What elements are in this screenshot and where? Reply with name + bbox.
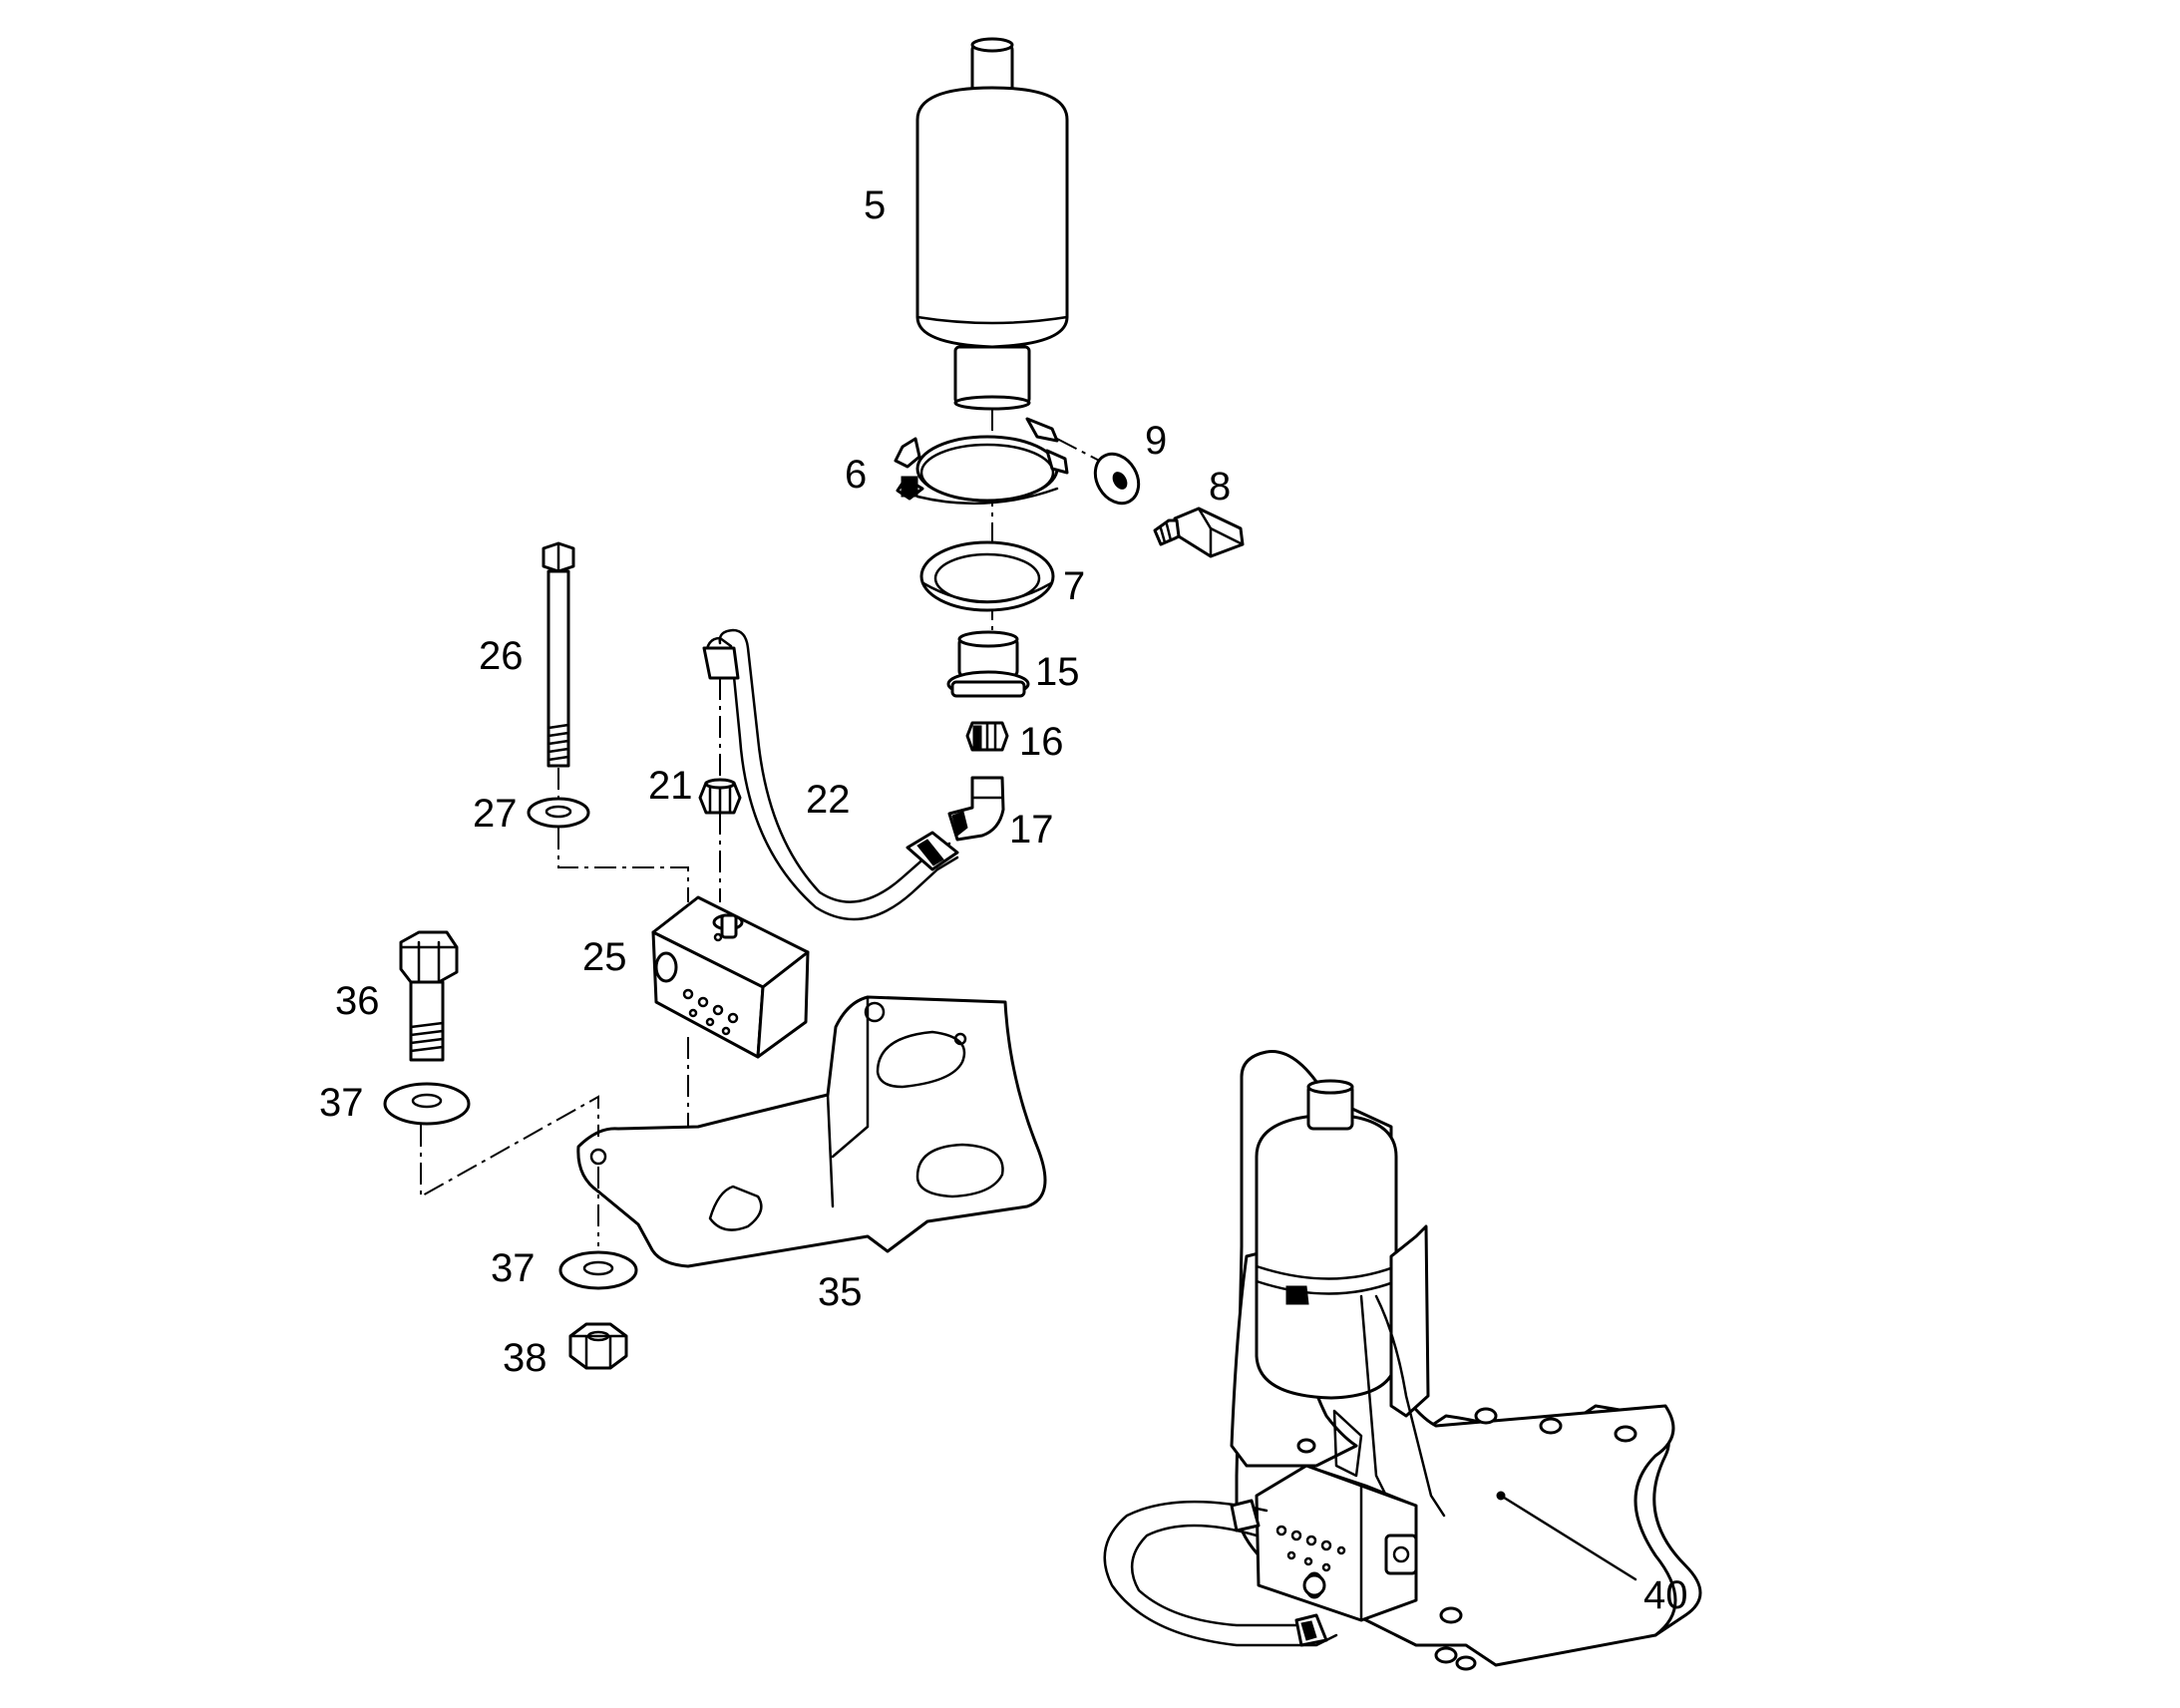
assembled-unit-part: [1103, 1050, 1702, 1671]
callout-37-lower: 37: [491, 1246, 536, 1290]
callout-8: 8: [1209, 465, 1232, 509]
callout-26: 26: [479, 634, 524, 678]
callout-16: 16: [1019, 720, 1064, 764]
washer-27-axis: [557, 828, 689, 902]
bracket-35-part: [576, 995, 1047, 1268]
fitting-21-part: [698, 778, 742, 815]
callout-17: 17: [1009, 808, 1054, 852]
callout-22: 22: [806, 778, 851, 822]
bolt-36-part: [399, 930, 459, 1062]
adapter-15-part: [946, 630, 1030, 698]
callout-15: 15: [1035, 650, 1080, 694]
nut-38-part: [568, 1322, 628, 1370]
hose-22-part: [702, 628, 959, 921]
callout-9: 9: [1145, 419, 1168, 463]
clamp-ring-part: [894, 417, 1069, 506]
callout-27: 27: [473, 792, 518, 836]
callout-21: 21: [648, 764, 693, 808]
callout-36: 36: [335, 979, 380, 1023]
washer-27-part: [527, 797, 590, 829]
callout-35: 35: [818, 1270, 863, 1314]
callout-38: 38: [503, 1336, 547, 1380]
fitting-16-part: [965, 721, 1009, 752]
seal-ring-part: [919, 540, 1055, 612]
valve-block-25-part: [651, 895, 810, 1059]
washer-37-upper-part: [383, 1082, 471, 1126]
bolt-8-part: [1153, 507, 1245, 558]
washer-9-part: [1093, 452, 1141, 506]
washer-37-lower-part: [558, 1250, 638, 1290]
accumulator-part: [915, 37, 1069, 411]
long-bolt-26-part: [542, 541, 575, 768]
washer-37-axis: [420, 1095, 599, 1198]
callout-40: 40: [1643, 1573, 1688, 1617]
callout-25: 25: [582, 935, 627, 979]
leader-line-40: [1499, 1494, 1637, 1581]
callout-37-upper: 37: [319, 1081, 364, 1125]
callout-6: 6: [845, 453, 868, 497]
elbow-17-part: [947, 776, 1005, 842]
callout-5: 5: [864, 183, 887, 227]
callout-7: 7: [1063, 564, 1086, 608]
